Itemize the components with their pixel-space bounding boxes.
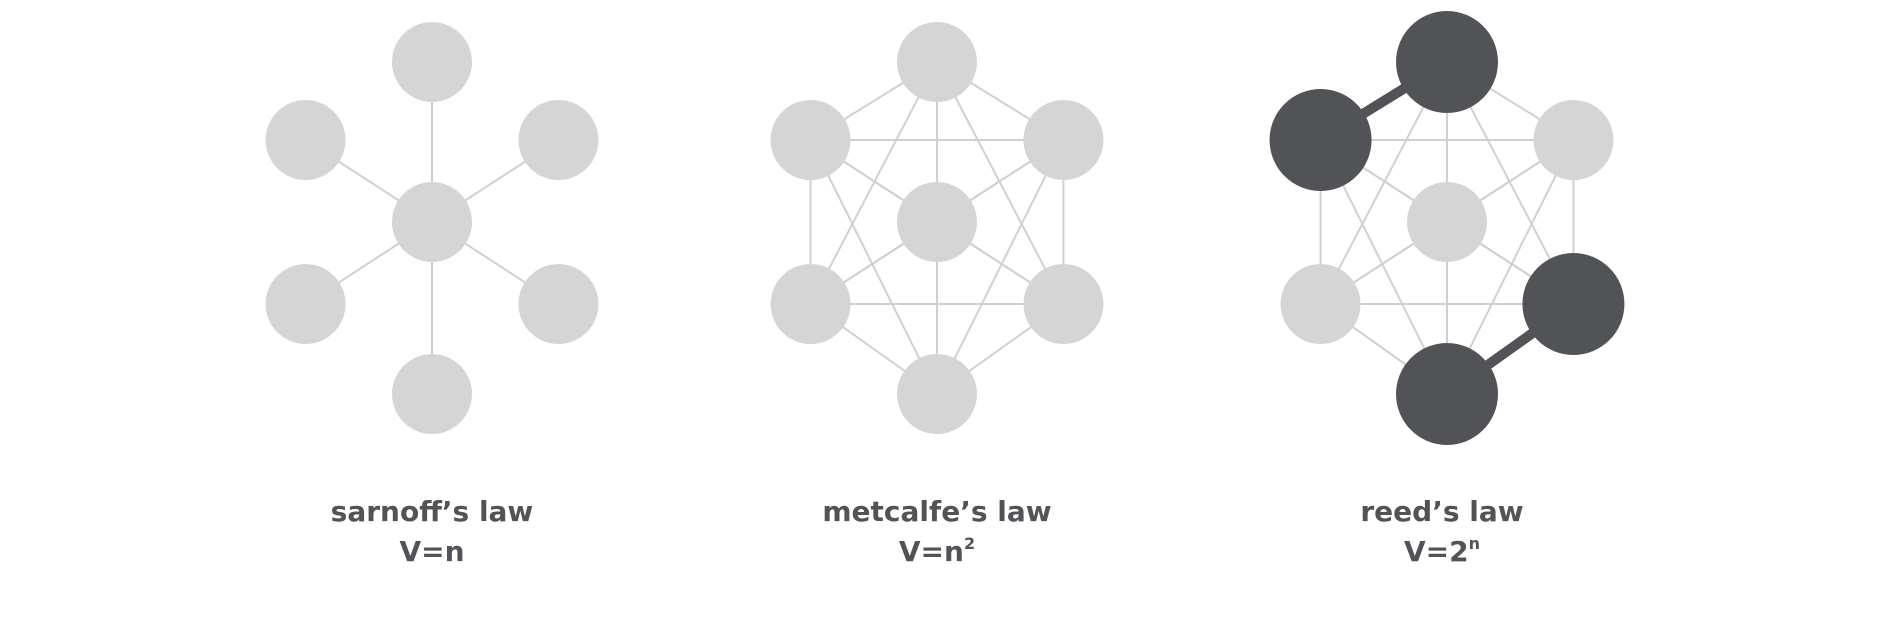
reed-node-upper-left-highlighted xyxy=(1269,89,1372,191)
sarnoff-law-title: sarnoff’s law xyxy=(330,495,534,528)
sarnoff-node-lower-left xyxy=(265,264,346,344)
reed-caption: reed’s law V=2n xyxy=(1262,492,1622,572)
metcalfe-node-lower-right xyxy=(1023,264,1104,344)
reed-node-lower-right-highlighted xyxy=(1522,253,1625,355)
metcalfe-edge xyxy=(809,61,938,305)
sarnoff-node-bottom xyxy=(392,354,472,434)
metcalfe-node-lower-left xyxy=(770,264,851,344)
metcalfe-network xyxy=(770,22,1104,434)
metcalfe-edge xyxy=(936,139,1065,395)
sarnoff-node-upper-right xyxy=(518,100,599,180)
metcalfe-caption: metcalfe’s law V=n2 xyxy=(757,492,1117,572)
reed-node-lower-left xyxy=(1280,264,1361,344)
sarnoff-node-top xyxy=(392,22,472,102)
reed-network xyxy=(1269,11,1625,445)
metcalfe-edge xyxy=(936,61,1065,305)
metcalfe-node-bottom xyxy=(897,354,977,434)
metcalfe-law-title: metcalfe’s law xyxy=(822,495,1052,528)
sarnoff-node-upper-left xyxy=(265,100,346,180)
sarnoff-node-center xyxy=(392,182,472,262)
metcalfe-node-upper-left xyxy=(770,100,851,180)
metcalfe-node-top xyxy=(897,22,977,102)
reed-node-upper-right xyxy=(1533,100,1614,180)
sarnoff-node-lower-right xyxy=(518,264,599,344)
sarnoff-law-formula: V=n xyxy=(399,535,465,568)
reed-node-center xyxy=(1407,182,1487,262)
metcalfe-law-formula: V=n2 xyxy=(898,534,976,568)
metcalfe-node-center xyxy=(897,182,977,262)
sarnoff-caption: sarnoff’s law V=n xyxy=(252,492,612,572)
reed-node-bottom-highlighted xyxy=(1396,343,1498,445)
metcalfe-edge xyxy=(809,139,938,395)
sarnoff-network xyxy=(265,22,599,434)
metcalfe-node-upper-right xyxy=(1023,100,1104,180)
reed-law-title: reed’s law xyxy=(1360,495,1524,528)
reed-law-formula: V=2n xyxy=(1403,534,1480,568)
reed-node-top-highlighted xyxy=(1396,11,1498,113)
